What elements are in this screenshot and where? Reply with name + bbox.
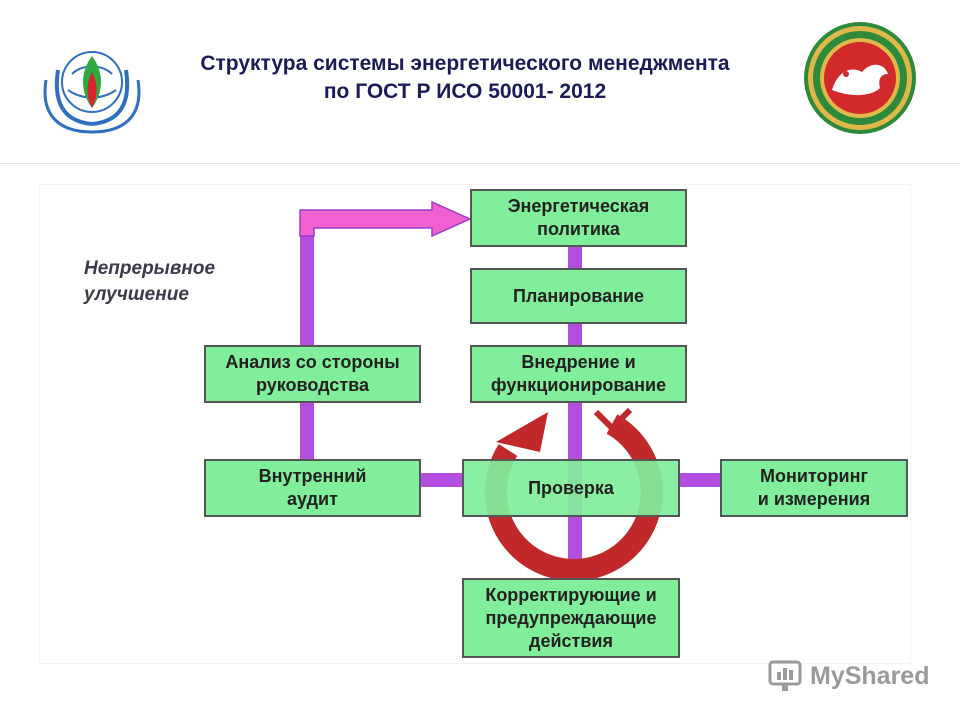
title-line-2: по ГОСТ Р ИСО 50001- 2012 <box>323 80 607 103</box>
box-implementation-line-1: Внедрение и <box>521 352 636 372</box>
box-planning: Планирование <box>470 268 687 324</box>
box-implementation-line-2: функционирование <box>490 375 667 395</box>
title-line-1: Структура системы энергетического менедж… <box>200 52 730 75</box>
box-internal-audit-line-2: аудит <box>287 489 338 509</box>
box-management-review-line-1: Анализ со стороны <box>225 352 400 372</box>
box-checking: Проверка <box>462 459 680 517</box>
box-corrective-line-2: предупреждающие <box>485 607 657 628</box>
box-energy-policy: Энергетическая политика <box>470 189 687 247</box>
myshared-logo-icon <box>768 660 802 691</box>
box-internal-audit-line-1: Внутренний <box>258 466 367 486</box>
page-title: Структура системы энергетического менедж… <box>140 50 790 106</box>
box-checking-line-1: Проверка <box>528 477 614 498</box>
box-energy-policy-line-1: Энергетическая <box>507 196 650 216</box>
check-monitoring-connector <box>678 473 722 487</box>
box-internal-audit: Внутренний аудит <box>204 459 421 517</box>
watermark: MyShared <box>768 656 929 696</box>
improvement-arrow-icon <box>299 200 472 238</box>
box-implementation: Внедрение и функционирование <box>470 345 687 403</box>
box-monitoring-line-1: Мониторинг <box>760 466 868 486</box>
box-energy-policy-line-2: политика <box>537 219 620 239</box>
continuous-improvement-label: Непрерывное улучшение <box>84 256 215 308</box>
improvement-loop-connector <box>300 222 314 460</box>
header-divider <box>0 163 960 164</box>
audit-check-connector <box>420 473 464 487</box>
side-label-line-1: Непрерывное <box>84 258 216 279</box>
watermark-text: MyShared <box>810 661 930 690</box>
box-management-review-line-2: руководства <box>256 375 369 395</box>
box-corrective-line-1: Корректирующие и <box>485 584 657 605</box>
box-monitoring: Мониторинг и измерения <box>720 459 908 517</box>
box-corrective: Корректирующие и предупреждающие действи… <box>462 578 680 658</box>
box-corrective-line-3: действия <box>529 630 613 651</box>
box-monitoring-line-2: и измерения <box>757 489 871 509</box>
box-planning-line-1: Планирование <box>512 285 645 306</box>
box-management-review: Анализ со стороны руководства <box>204 345 421 403</box>
side-label-line-2: улучшение <box>84 284 189 305</box>
